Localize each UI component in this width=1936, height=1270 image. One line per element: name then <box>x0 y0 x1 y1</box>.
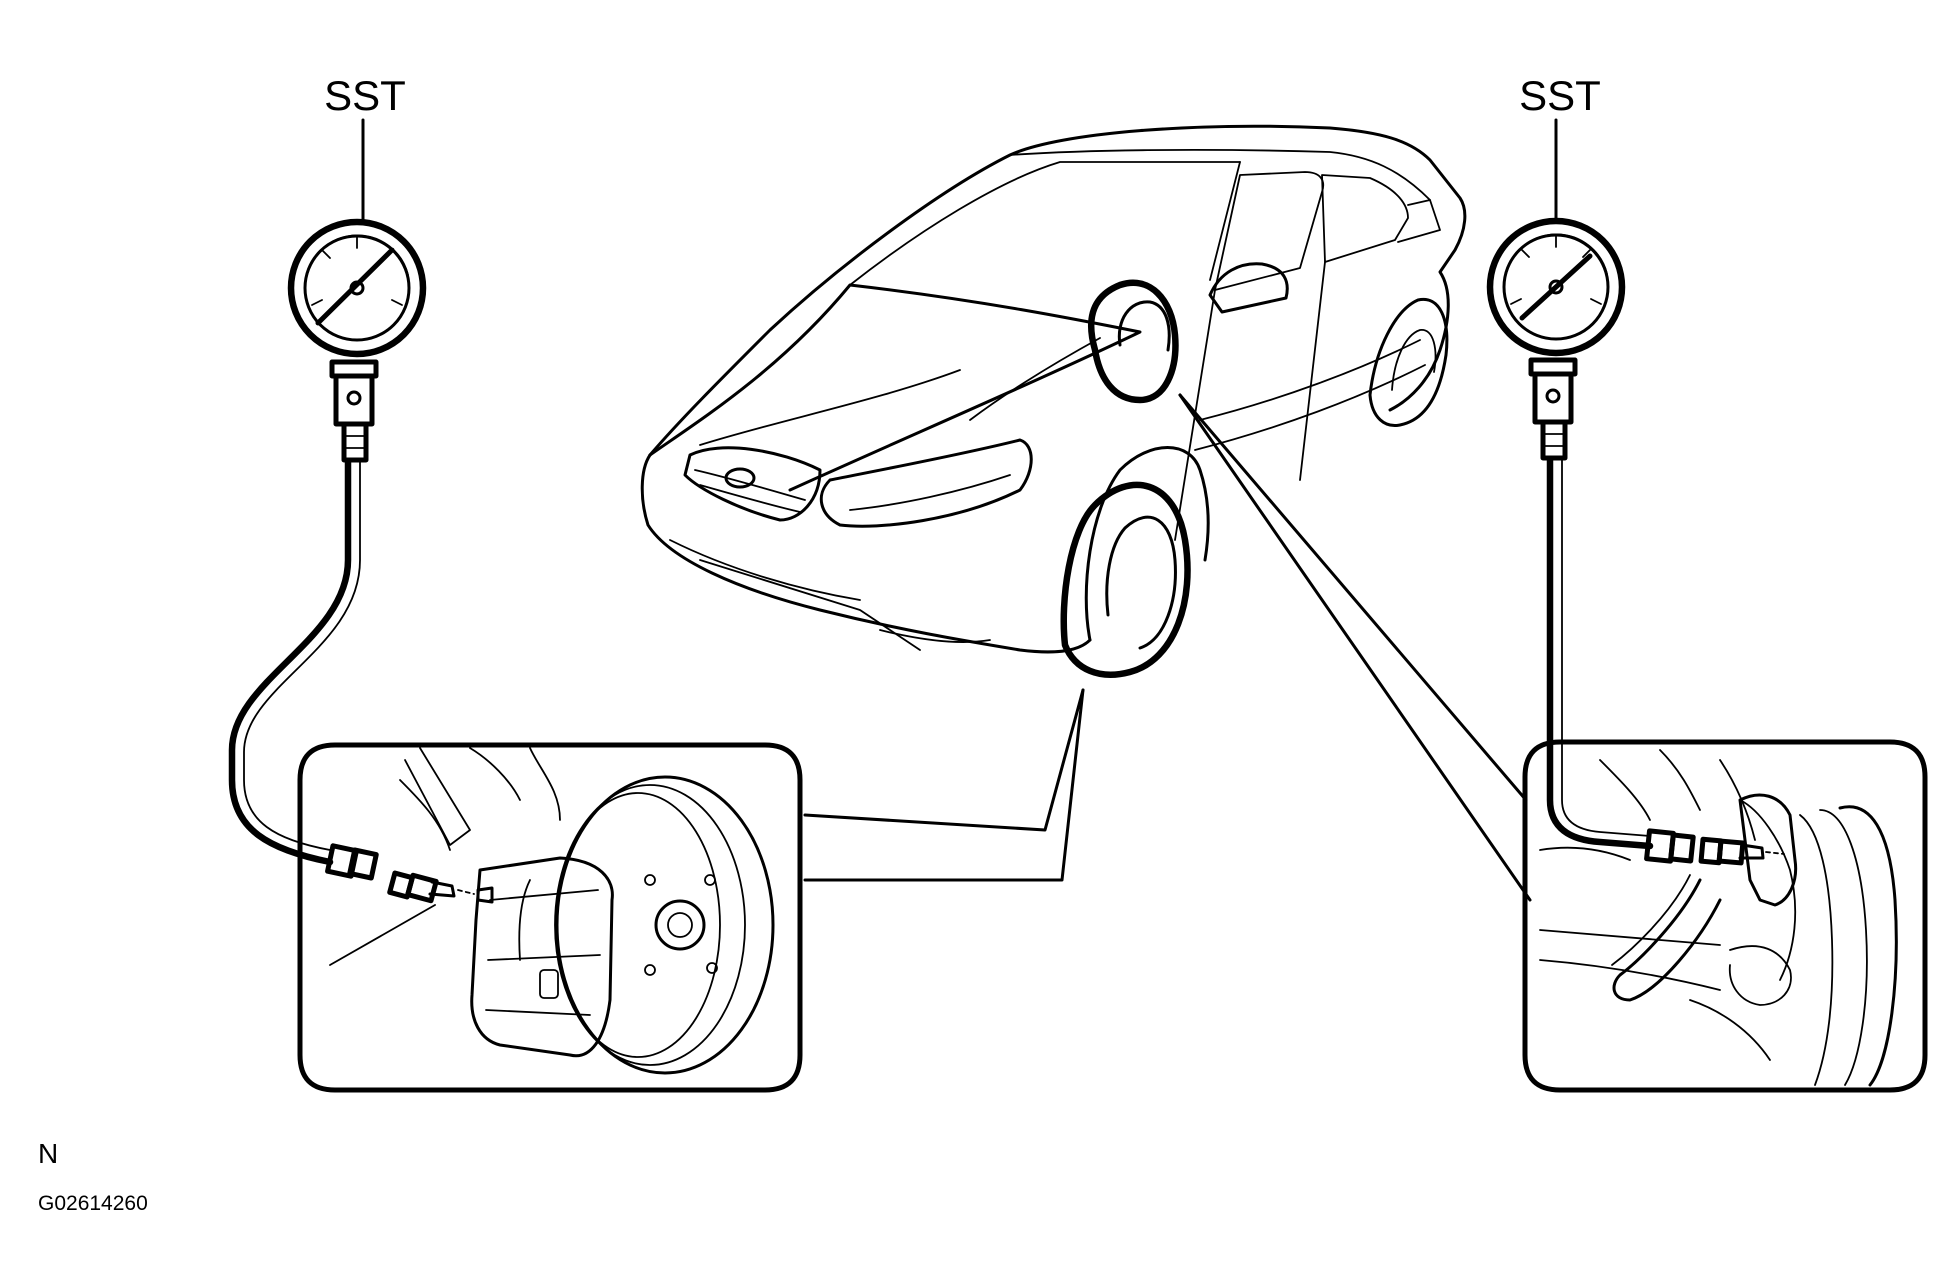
headlight <box>819 438 1033 528</box>
hose-fitting-right <box>1644 828 1696 864</box>
note-letter: N <box>38 1138 58 1169</box>
figure-code: G02614260 <box>38 1192 148 1215</box>
hose-left <box>228 458 352 866</box>
emblem <box>724 467 756 489</box>
bleeder-plug-front <box>387 870 475 904</box>
front-detail-frame <box>297 742 803 1093</box>
rear-brake-highlight <box>1088 279 1179 404</box>
sst-label-left: SST <box>324 72 406 119</box>
sst-label-right: SST <box>1519 72 1601 119</box>
front-hub <box>654 899 706 951</box>
pressure-gauge-right <box>1486 217 1626 461</box>
rear-caliper <box>1738 793 1798 907</box>
car-illustration <box>640 124 1467 678</box>
rear-brake-detail <box>1522 739 1928 1093</box>
rear-wheel <box>1368 297 1449 428</box>
car-hood <box>648 283 1142 492</box>
pressure-gauge-left <box>287 218 427 463</box>
front-caliper <box>470 856 614 1058</box>
grille <box>683 446 822 522</box>
gauge-bezel-left <box>287 218 427 358</box>
callout-lines <box>803 393 1532 902</box>
gauge-needle-left <box>315 247 395 326</box>
front-bumper <box>640 453 1092 654</box>
bleeder-plug-rear <box>1698 836 1785 866</box>
gauge-bezel-right <box>1486 217 1626 357</box>
side-mirror <box>1208 262 1289 314</box>
rear-detail-frame <box>1522 739 1928 1093</box>
gauge-needle-right <box>1519 253 1593 321</box>
hose-fitting-left <box>325 843 379 881</box>
hose-right <box>1546 456 1654 850</box>
plug-leader-line <box>329 904 436 966</box>
car-body-outline <box>648 124 1467 457</box>
rear-drum <box>1838 805 1898 1087</box>
front-wheel <box>1060 481 1191 678</box>
front-brake-detail <box>297 742 803 1093</box>
front-rotor <box>555 775 775 1075</box>
